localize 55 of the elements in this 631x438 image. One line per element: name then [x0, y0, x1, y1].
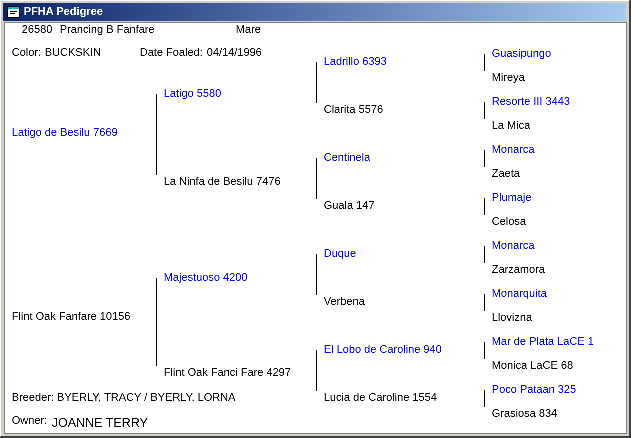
- field-label: Date Foaled:: [140, 46, 203, 60]
- pedigree-line: [484, 246, 485, 264]
- pedigree-line: [484, 390, 485, 408]
- pedigree-line: [484, 342, 485, 360]
- sire-name: Monarca: [484, 143, 535, 157]
- sire-name: Latigo 5580: [156, 87, 222, 101]
- sire-name: Plumaje: [484, 191, 532, 205]
- sire-name: Majestuoso 4200: [156, 271, 248, 285]
- dam-name: Llovizna: [484, 311, 532, 325]
- sire-name: Duque: [316, 247, 356, 261]
- registration-number: 26580: [22, 23, 53, 37]
- pedigree-line: [156, 94, 157, 176]
- field-value: 04/14/1996: [207, 46, 262, 60]
- pedigree-line: [484, 294, 485, 312]
- pedigree-line: [484, 150, 485, 168]
- pedigree-line: [316, 62, 317, 104]
- window-title: PFHA Pedigree: [24, 5, 104, 19]
- sire-name: El Lobo de Caroline 940: [316, 343, 442, 357]
- sire-name: Guasipungo: [484, 47, 552, 61]
- sire-name: Centinela: [316, 151, 370, 165]
- sire-name: Mar de Plata LaCE 1: [484, 335, 594, 349]
- sire-name: Latigo de Besilu 7669: [4, 126, 118, 140]
- dam-name: Grasiosa 834: [484, 407, 558, 421]
- dam-name: La Mica: [484, 119, 531, 133]
- pedigree-line: [316, 254, 317, 296]
- pedigree-line: [156, 278, 157, 366]
- dam-name: Flint Oak Fanfare 10156: [4, 310, 131, 324]
- pedigree-line: [316, 350, 317, 392]
- sire-name: Monarquita: [484, 287, 548, 301]
- pedigree-line: [484, 54, 485, 72]
- sex-value: Mare: [236, 23, 262, 37]
- sire-name: Monarca: [484, 239, 535, 253]
- field-value: BUCKSKIN: [45, 46, 102, 60]
- pedigree-line: [484, 102, 485, 120]
- dam-name: Celosa: [484, 215, 526, 229]
- dam-name: Verbena: [316, 295, 365, 309]
- dam-name: Guala 147: [316, 199, 375, 213]
- dam-name: Mireya: [484, 71, 526, 85]
- dam-name: Monica LaCE 68: [484, 359, 574, 373]
- sire-name: Poco Pataan 325: [484, 383, 576, 397]
- dam-name: La Ninfa de Besilu 7476: [156, 175, 281, 189]
- sire-name: Ladrillo 6393: [316, 55, 387, 69]
- dam-name: Zarzamora: [484, 263, 546, 277]
- dam-name: Flint Oak Fanci Fare 4297: [156, 366, 292, 380]
- pedigree-line: [316, 158, 317, 200]
- dam-name: Clarita 5576: [316, 103, 384, 117]
- field-value: JOANNE TERRY: [52, 416, 148, 430]
- field-label: Owner:: [12, 414, 48, 428]
- dam-name: Zaeta: [484, 167, 520, 181]
- horse-name: Prancing B Fanfare: [60, 23, 155, 37]
- field-label: Color:: [12, 46, 42, 60]
- sire-name: Resorte III 3443: [484, 95, 570, 109]
- dam-name: Lucia de Caroline 1554: [316, 391, 438, 405]
- pedigree-line: [484, 198, 485, 216]
- breeder-text: Breeder: BYERLY, TRACY / BYERLY, LORNA: [12, 391, 236, 405]
